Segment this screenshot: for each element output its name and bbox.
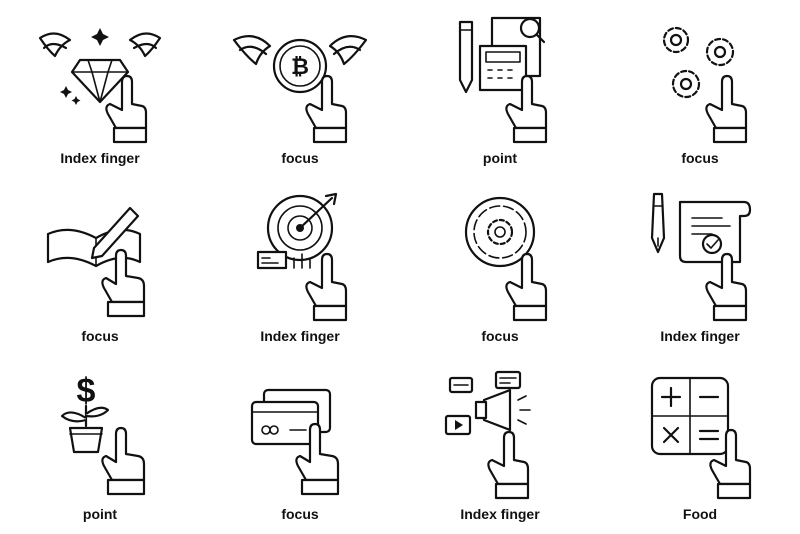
- pointing-hand-icon: [705, 252, 748, 322]
- pointing-hand-icon: [105, 74, 148, 144]
- pointing-hand-icon: [305, 74, 348, 144]
- icon-caption: point: [82, 506, 118, 522]
- dollar-plant-icon: $: [60, 372, 110, 454]
- pointing-hand-icon: [305, 252, 348, 322]
- icon-caption: point: [482, 150, 518, 166]
- contract-fountain-pen-icon: [650, 192, 752, 264]
- icon-card-7: focus: [400, 178, 600, 356]
- icon-card-11: Index finger: [400, 356, 600, 534]
- pointing-hand-icon: [709, 428, 752, 500]
- icon-caption: focus: [681, 150, 719, 166]
- icon-caption: focus: [281, 506, 319, 522]
- calculator-symbols-icon: [650, 376, 730, 456]
- winged-bitcoin-icon: ₿: [232, 35, 368, 94]
- gears-icon: [662, 26, 735, 99]
- icon-card-10: focus: [200, 356, 400, 534]
- icon-caption: Index finger: [60, 150, 140, 166]
- pointing-hand-icon: [101, 426, 146, 496]
- icon-card-3: point: [400, 0, 600, 178]
- megaphone-media-icon: [444, 370, 531, 436]
- winged-diamond-icon: [38, 28, 162, 105]
- pointing-hand-icon: [101, 248, 146, 318]
- icon-card-1: Index finger: [0, 0, 200, 178]
- icon-caption: Index finger: [660, 328, 740, 344]
- icon-caption: focus: [481, 328, 519, 344]
- icon-caption: Index finger: [260, 328, 340, 344]
- icon-card-12: Food: [600, 356, 800, 534]
- pointing-hand-icon: [505, 252, 548, 322]
- icon-caption: focus: [281, 150, 319, 166]
- icon-card-5: focus: [0, 178, 200, 356]
- credit-cards-icon: [250, 388, 332, 446]
- icon-card-9: $ point: [0, 356, 200, 534]
- icon-card-8: Index finger: [600, 178, 800, 356]
- target-arrow-icon: [256, 192, 338, 270]
- icon-caption: Index finger: [460, 506, 540, 522]
- svg-text:₿: ₿: [291, 54, 309, 79]
- icon-caption: Food: [682, 506, 718, 522]
- gear-target-icon: [464, 196, 536, 268]
- pointing-hand-icon: [487, 430, 530, 500]
- pointing-hand-icon: [505, 74, 548, 144]
- icon-card-6: Index finger: [200, 178, 400, 356]
- calculator-pencil-icon: [458, 16, 546, 94]
- pointing-hand-icon: [705, 74, 748, 144]
- icon-caption: focus: [81, 328, 119, 344]
- icon-card-4: focus: [600, 0, 800, 178]
- pointing-hand-icon: [295, 422, 340, 496]
- icon-card-2: ₿ focus: [200, 0, 400, 178]
- svg-text:$: $: [77, 372, 96, 410]
